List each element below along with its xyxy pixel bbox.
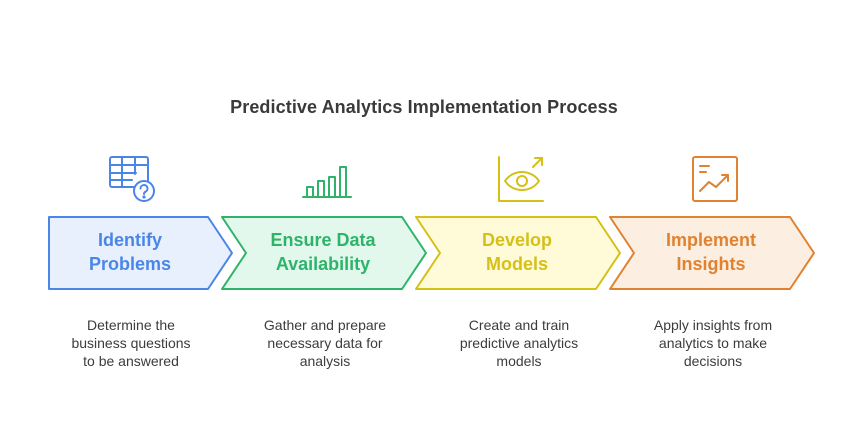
step-label-develop-models: Develop Models — [442, 228, 592, 276]
description-line: business questions — [71, 335, 191, 351]
step-label-line: Availability — [275, 254, 371, 274]
step-label-line: Implement — [665, 230, 757, 250]
trend-report-icon — [689, 153, 741, 205]
step-description-implement: Apply insights from analytics to make de… — [628, 316, 798, 370]
step-label-line: Ensure Data — [270, 230, 376, 250]
description-line: Determine the — [87, 317, 175, 333]
page-title: Predictive Analytics Implementation Proc… — [230, 97, 618, 117]
step-label-line: Problems — [88, 254, 172, 274]
eye-chart-icon — [495, 153, 547, 205]
description-line: analytics to make — [658, 335, 768, 351]
description-line: necessary data for — [267, 335, 383, 351]
description-line: models — [496, 353, 542, 369]
table-question-icon — [106, 153, 158, 205]
description-line: analysis — [299, 353, 351, 369]
description-line: Create and train — [468, 317, 570, 333]
step-description-identify: Determine the business questions to be a… — [46, 316, 216, 370]
step-description-develop: Create and train predictive analytics mo… — [434, 316, 604, 370]
step-label-line: Models — [485, 254, 548, 274]
step-arrow-ensure-data — [221, 216, 427, 290]
bar-chart-icon — [301, 153, 353, 205]
description-line: predictive analytics — [459, 335, 579, 351]
description-line: decisions — [683, 353, 743, 369]
step-label-identify-problems: Identify Problems — [55, 228, 205, 276]
step-arrow-identify — [48, 216, 233, 290]
description-line: to be answered — [83, 353, 179, 369]
step-label-line: Develop — [481, 230, 553, 250]
step-arrow-develop — [415, 216, 621, 290]
step-label-implement-insights: Implement Insights — [636, 228, 786, 276]
step-label-line: Identify — [97, 230, 162, 250]
step-arrow-implement — [609, 216, 815, 290]
step-label-ensure-data: Ensure Data Availability — [248, 228, 398, 276]
step-label-line: Insights — [676, 254, 746, 274]
description-line: Gather and prepare — [263, 317, 387, 333]
description-line: Apply insights from — [653, 317, 773, 333]
step-description-ensure-data: Gather and prepare necessary data for an… — [240, 316, 410, 370]
